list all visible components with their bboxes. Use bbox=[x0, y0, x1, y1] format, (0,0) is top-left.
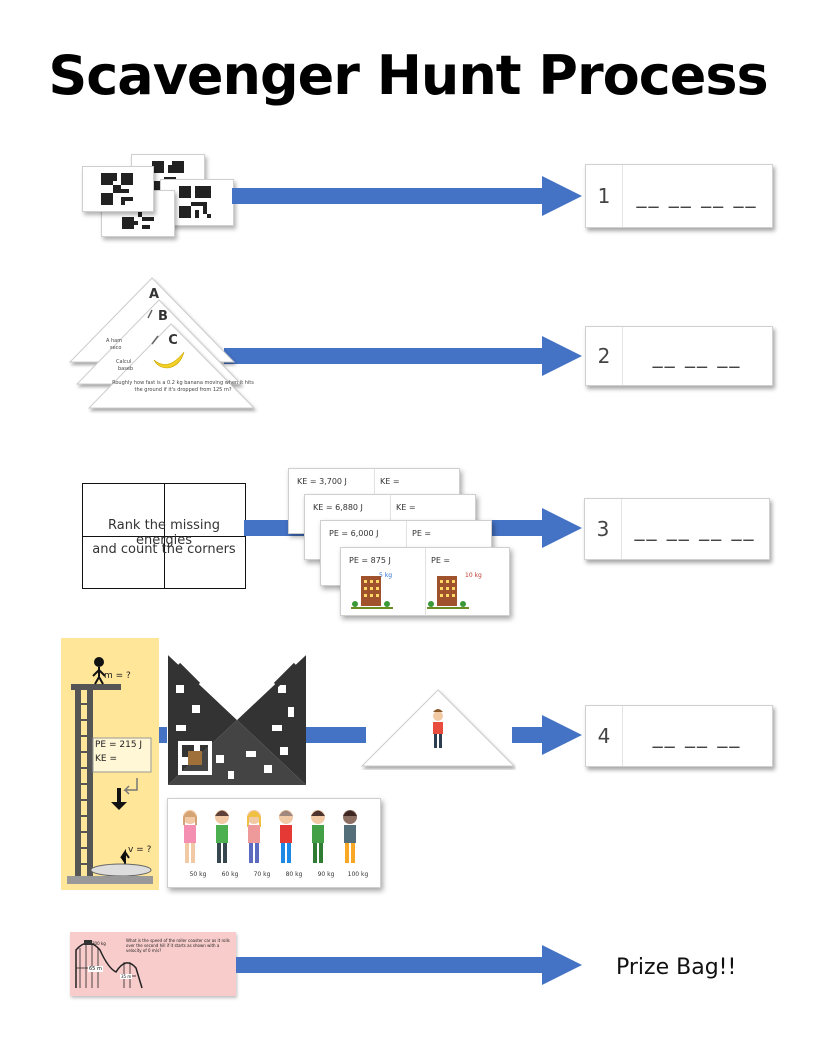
diver-pe: PE = 215 J bbox=[95, 740, 143, 750]
diver-mass: m = ? bbox=[104, 671, 131, 681]
energy-card-left: PE = 6,000 J bbox=[329, 529, 379, 538]
sketch-icon bbox=[147, 309, 159, 345]
triangle-label-c: C bbox=[168, 333, 178, 348]
triangle-text-a: A ham bbox=[106, 338, 122, 344]
person-icon bbox=[247, 810, 261, 863]
person-icon bbox=[215, 810, 229, 863]
person-icon bbox=[183, 810, 197, 863]
weight-label: 100 kg bbox=[347, 871, 369, 878]
answer-blanks: __ __ __ bbox=[652, 724, 742, 748]
energy-card-left: PE = 875 J bbox=[349, 556, 391, 565]
answer-blanks: __ __ __ __ bbox=[636, 184, 758, 208]
coaster-mass: 300 kg bbox=[92, 941, 106, 946]
energy-card-right: KE = bbox=[396, 503, 416, 512]
page-title: Scavenger Hunt Process bbox=[48, 44, 768, 107]
answer-blanks: __ __ __ __ bbox=[634, 517, 756, 541]
person-icon bbox=[279, 810, 293, 863]
answer-blanks: __ __ __ bbox=[652, 344, 742, 368]
answer-number: 3 bbox=[585, 499, 622, 559]
answer-number: 4 bbox=[586, 706, 623, 766]
grid-text-line1: Rank the missing energies bbox=[107, 518, 220, 548]
triangle-text-c: Roughly how fast is a 0.2 kg banana movi… bbox=[112, 380, 254, 393]
energy-card-left: KE = 6,880 J bbox=[313, 503, 363, 512]
energy-card-right: PE = bbox=[412, 529, 432, 538]
qr-card bbox=[82, 166, 154, 212]
qr-triangle-puzzle bbox=[168, 655, 306, 785]
coaster-card: 300 kg 65 m 35 m What is the speed of th… bbox=[70, 932, 236, 996]
person-icon bbox=[343, 810, 357, 863]
people-icons bbox=[183, 810, 357, 863]
person-icon bbox=[311, 810, 325, 863]
coaster-height-2: 35 m bbox=[120, 974, 133, 979]
energy-card: PE = 875 J PE = 5 kg 10 kg bbox=[340, 547, 510, 616]
prize-label: Prize Bag!! bbox=[616, 955, 737, 980]
weight-label: 60 kg bbox=[221, 871, 239, 878]
answer-box-4: 4 __ __ __ bbox=[585, 705, 773, 767]
arrow-head-3 bbox=[542, 508, 582, 548]
triangle-text-b: Calcul bbox=[116, 359, 131, 365]
weight-label: 70 kg bbox=[253, 871, 271, 878]
mass-label-left: 5 kg bbox=[379, 572, 393, 579]
qr-code-icon bbox=[101, 173, 133, 205]
arrow-shaft-2 bbox=[224, 348, 544, 364]
weight-label: 50 kg bbox=[189, 871, 207, 878]
arrow-shaft-4a bbox=[159, 727, 167, 743]
coaster-height-1: 65 m bbox=[88, 966, 103, 972]
arrow-head-5 bbox=[542, 945, 582, 985]
arrow-head-1 bbox=[542, 176, 582, 216]
triangle-card-stack: A B C A ham seco Calcul baseb bbox=[68, 277, 256, 409]
qr-code-icon bbox=[179, 186, 211, 218]
weights-card: 50 kg 60 kg 70 kg 80 kg 90 kg 100 kg bbox=[167, 798, 381, 888]
triangle-label-a: A bbox=[149, 287, 159, 302]
triangle-text-a2: seco bbox=[110, 345, 122, 351]
arrow-head-2 bbox=[542, 336, 582, 376]
arrow-head-4 bbox=[542, 715, 582, 755]
answer-box-3: 3 __ __ __ __ bbox=[584, 498, 770, 560]
arrow-shaft-4c bbox=[512, 727, 544, 743]
coaster-question: What is the speed of the roller coaster … bbox=[126, 938, 230, 953]
person-icon bbox=[433, 711, 443, 721]
grid-text-line2: and count the corners bbox=[92, 542, 236, 557]
energy-card-right: KE = bbox=[380, 477, 400, 486]
answer-number: 2 bbox=[586, 327, 623, 385]
diver-velocity: v = ? bbox=[128, 845, 152, 855]
energy-card-right: PE = bbox=[431, 556, 451, 565]
arrow-shaft-4b bbox=[306, 727, 366, 743]
building-icon bbox=[351, 576, 469, 609]
mass-label-right: 10 kg bbox=[465, 572, 482, 579]
diver-illustration bbox=[67, 657, 153, 884]
arrow-shaft-1 bbox=[232, 188, 544, 204]
answer-number: 1 bbox=[586, 165, 623, 227]
arrow-shaft-5 bbox=[236, 957, 544, 973]
answer-box-2: 2 __ __ __ bbox=[585, 326, 773, 386]
energy-card-left: KE = 3,700 J bbox=[297, 477, 347, 486]
answer-box-1: 1 __ __ __ __ bbox=[585, 164, 773, 228]
weight-label: 80 kg bbox=[285, 871, 303, 878]
grid-divider-horizontal bbox=[83, 536, 245, 537]
person-triangle-card bbox=[360, 689, 516, 767]
triangle-text-b2: baseb bbox=[118, 366, 133, 372]
energy-grid: Rank the missing energies and count the … bbox=[82, 483, 246, 589]
weight-label: 90 kg bbox=[317, 871, 335, 878]
banana-icon bbox=[153, 351, 185, 369]
triangle-label-b: B bbox=[158, 309, 168, 324]
diver-ke: KE = bbox=[95, 754, 117, 764]
